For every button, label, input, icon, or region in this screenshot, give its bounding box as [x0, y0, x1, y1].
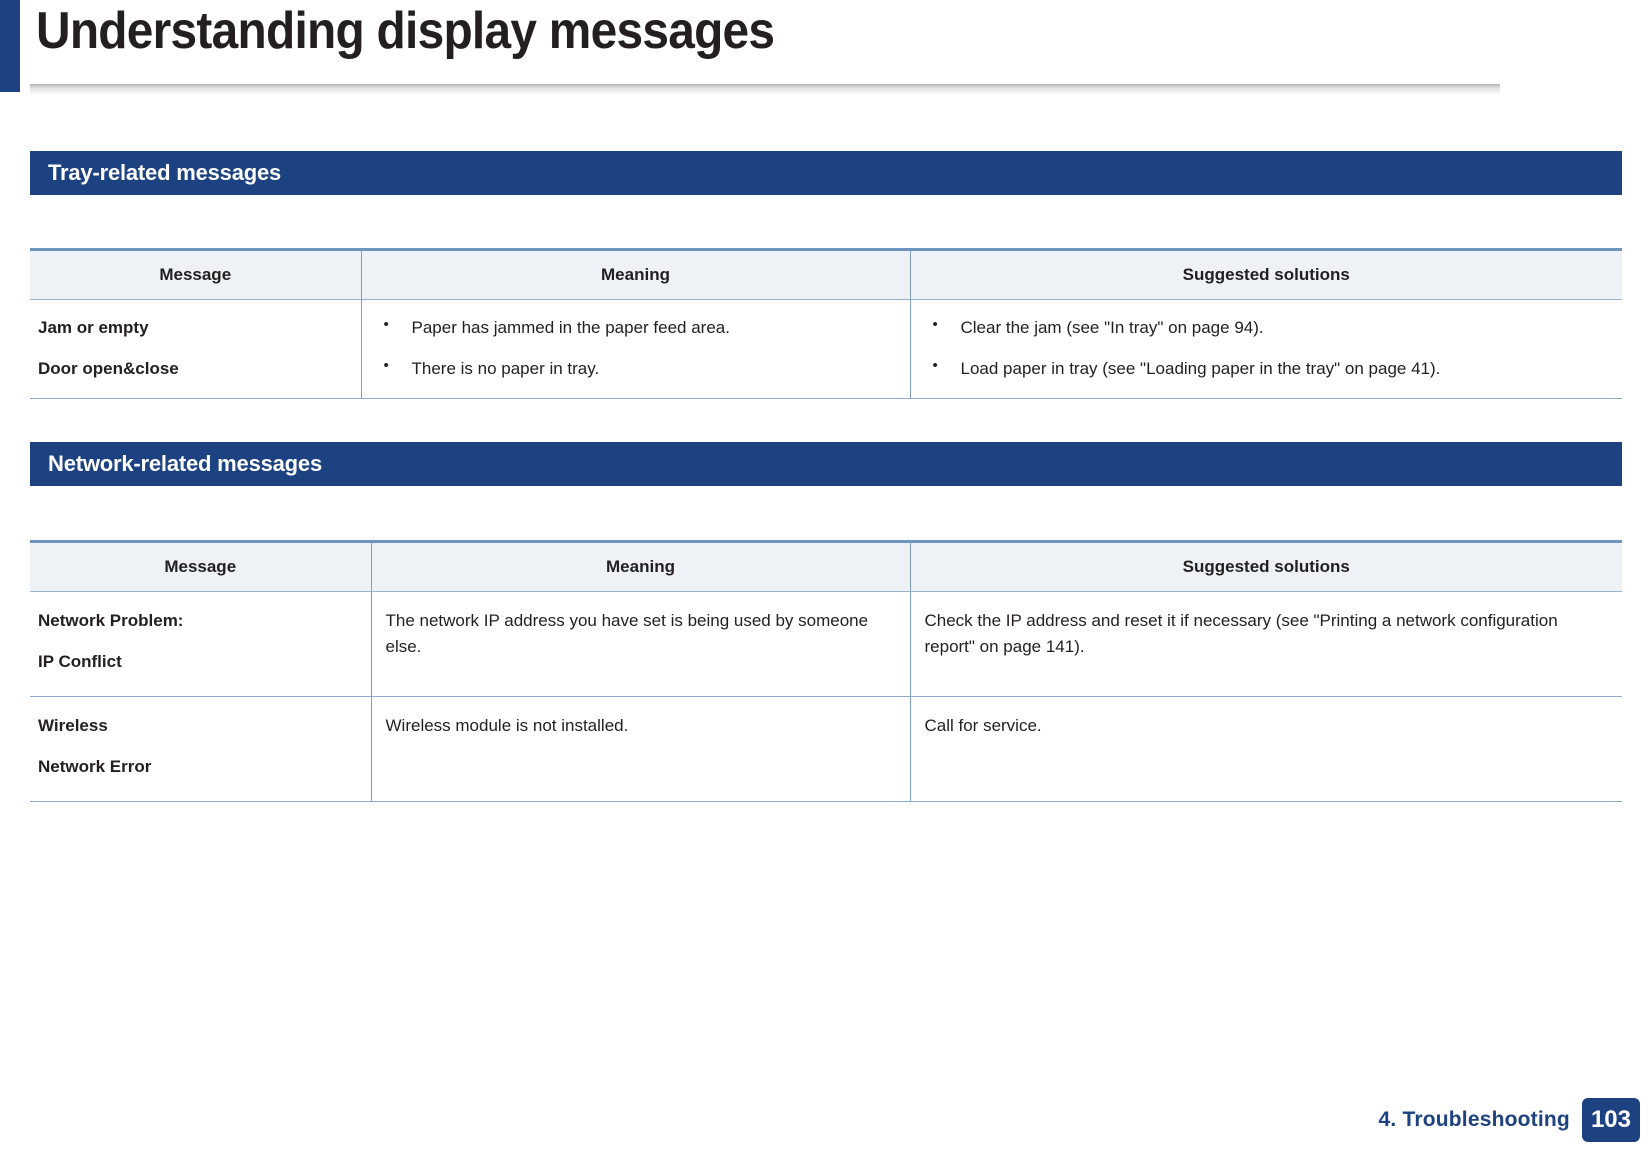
- column-header-meaning: Meaning: [370, 540, 910, 592]
- page-footer: 4. Troubleshooting 103: [1379, 1098, 1640, 1142]
- meaning-bullet-list: Paper has jammed in the paper feed area.…: [376, 314, 896, 382]
- title-accent-bar: [0, 0, 20, 92]
- cell-suggested-solutions: Clear the jam (see "In tray" on page 94)…: [909, 299, 1622, 399]
- column-header-message: Message: [30, 248, 361, 300]
- section-header-tray-related-messages: Tray-related messages: [30, 151, 1622, 195]
- message-line: Wireless: [38, 716, 108, 735]
- table-row: Wireless Network Error Wireless module i…: [30, 696, 1622, 802]
- column-header-message: Message: [30, 540, 371, 592]
- network-messages-table: Message Meaning Suggested solutions Netw…: [30, 540, 1622, 802]
- cell-meaning: Wireless module is not installed.: [370, 696, 910, 802]
- title-underline-shadow: [30, 84, 1500, 95]
- page-title: Understanding display messages: [36, 2, 775, 60]
- message-line: IP Conflict: [38, 651, 122, 671]
- list-item: There is no paper in tray.: [376, 355, 896, 382]
- list-item: Load paper in tray (see "Loading paper i…: [925, 355, 1609, 382]
- cell-message: Wireless Network Error: [30, 696, 371, 802]
- footer-chapter-label: 4. Troubleshooting: [1378, 1108, 1570, 1131]
- cell-meaning: Paper has jammed in the paper feed area.…: [360, 299, 910, 399]
- message-line: Network Error: [38, 756, 152, 776]
- column-header-suggested-solutions: Suggested solutions: [909, 540, 1622, 592]
- footer-page-number: 103: [1581, 1098, 1640, 1142]
- list-item: Clear the jam (see "In tray" on page 94)…: [925, 314, 1609, 341]
- page-title-band: Understanding display messages: [0, 0, 1650, 95]
- tray-messages-table: Message Meaning Suggested solutions Jam …: [30, 248, 1622, 399]
- cell-suggested-solutions: Call for service.: [909, 696, 1622, 802]
- cell-suggested-solutions: Check the IP address and reset it if nec…: [909, 591, 1622, 697]
- table-header-row: Message Meaning Suggested solutions: [30, 540, 1622, 592]
- table-row: Network Problem: IP Conflict The network…: [30, 591, 1622, 697]
- column-header-suggested-solutions: Suggested solutions: [909, 248, 1622, 300]
- table-header-row: Message Meaning Suggested solutions: [30, 248, 1622, 300]
- table-row: Jam or empty Door open&close Paper has j…: [30, 299, 1622, 399]
- message-line: Network Problem:: [38, 611, 184, 630]
- message-line: Door open&close: [38, 358, 179, 378]
- list-item: Paper has jammed in the paper feed area.: [376, 314, 896, 341]
- cell-message: Jam or empty Door open&close: [30, 299, 361, 399]
- cell-message: Network Problem: IP Conflict: [30, 591, 371, 697]
- solution-bullet-list: Clear the jam (see "In tray" on page 94)…: [925, 314, 1609, 382]
- cell-meaning: The network IP address you have set is b…: [370, 591, 910, 697]
- section-header-network-related-messages: Network-related messages: [30, 442, 1622, 486]
- section-header-label: Network-related messages: [48, 451, 322, 476]
- section-header-label: Tray-related messages: [48, 160, 282, 185]
- message-line: Jam or empty: [38, 318, 149, 337]
- column-header-meaning: Meaning: [360, 248, 910, 300]
